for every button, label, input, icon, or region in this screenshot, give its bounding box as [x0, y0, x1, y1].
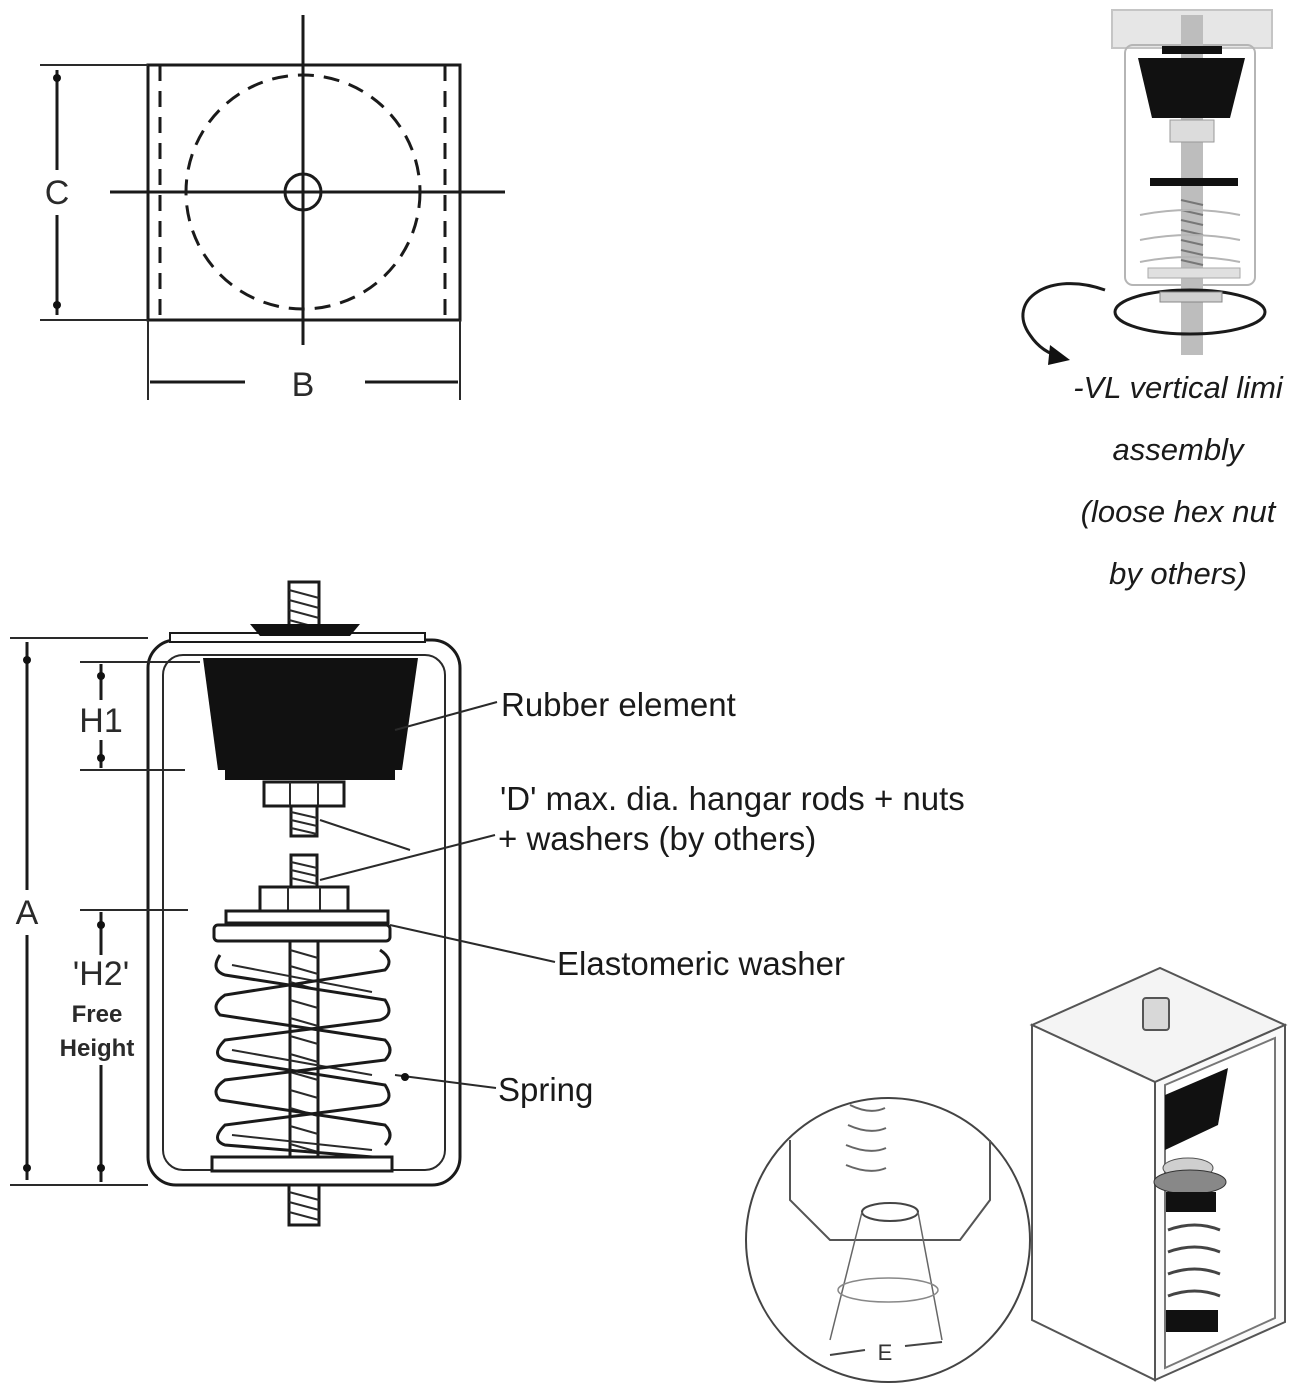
elastomeric-washer-leader — [389, 924, 556, 963]
a-dim-arrow-bottom — [23, 1164, 31, 1172]
iso-left-face — [1031, 1023, 1156, 1382]
isometric-view — [1029, 966, 1288, 1382]
section-view: A H1 'H2' Free Height Rubber element 'D'… — [10, 580, 965, 1227]
a-dim-label: A — [16, 894, 39, 932]
vl-highlight-ellipse — [1113, 288, 1267, 336]
a-dim-arrow-top — [23, 656, 31, 664]
cone-detail: E — [745, 1097, 1031, 1383]
iso-top-rod — [1142, 997, 1170, 1031]
upper-hex-nut — [262, 780, 346, 808]
vl-arrow-head — [1048, 345, 1070, 365]
vl-spring — [1139, 209, 1241, 263]
rods-label-line1: 'D' max. dia. hangar rods + nuts — [500, 780, 965, 817]
spring-label: Spring — [498, 1071, 593, 1108]
vl-rubber-element — [1138, 58, 1245, 118]
e-dim-label: E — [878, 1340, 893, 1365]
h1-dim-label: H1 — [79, 702, 122, 740]
e-dim-line-right — [904, 1341, 943, 1347]
cone-detail-housing — [789, 1140, 991, 1241]
iso-spring — [1167, 1223, 1221, 1298]
spring-core-threads — [289, 949, 319, 1153]
iso-washer — [1153, 1169, 1227, 1195]
rubber-element-shape — [203, 658, 418, 770]
cone-detail-side-left — [829, 1211, 863, 1341]
bottom-rod-threads — [288, 1191, 320, 1221]
c-dim-arrow-top — [53, 74, 61, 82]
c-dim-arrow-bottom — [53, 301, 61, 309]
iso-rubber-element — [1165, 1068, 1228, 1150]
b-dim-label: B — [292, 366, 315, 404]
rods-leader-lower — [319, 834, 496, 881]
top-washer — [250, 624, 360, 636]
cone-detail-side-right — [917, 1211, 943, 1341]
rubber-element-base — [225, 770, 395, 780]
vl-bottom-plate — [1147, 267, 1241, 279]
rods-leader-upper — [319, 819, 411, 851]
rubber-element-leader — [394, 701, 498, 731]
cone-detail-spring — [845, 1104, 887, 1172]
vl-elastomeric-washer — [1150, 178, 1238, 186]
upper-rod-threads — [290, 811, 318, 835]
spring-leader — [394, 1074, 497, 1089]
h2-free-label: Free — [72, 1001, 123, 1028]
cone-detail-top — [861, 1202, 919, 1222]
elastomeric-washer-shape — [224, 909, 390, 925]
vl-note-line2: assembly — [1113, 432, 1246, 467]
vl-note-line1: -VL vertical limi — [1073, 370, 1284, 405]
rods-label-line2: + washers (by others) — [498, 820, 816, 857]
vl-note-line4: by others) — [1109, 556, 1247, 591]
vl-loose-nut — [1159, 291, 1223, 303]
iso-elastomeric-pad — [1166, 1192, 1216, 1212]
spring-bottom-cup — [210, 1155, 394, 1173]
iso-bottom-pad — [1166, 1310, 1218, 1332]
vl-detail: -VL vertical limi assembly (loose hex nu… — [1021, 9, 1284, 591]
spring-coils — [214, 948, 392, 1160]
h2-height-label: Height — [60, 1035, 135, 1062]
e-dim-line-left — [829, 1349, 866, 1356]
rubber-element-label: Rubber element — [501, 686, 736, 723]
top-view: C B — [40, 15, 505, 404]
h2-dim-label: 'H2' — [73, 955, 129, 993]
lower-hex-nut — [258, 885, 350, 913]
elastomeric-washer-label: Elastomeric washer — [557, 945, 845, 982]
c-dim-label: C — [45, 174, 70, 212]
spring-top-cap — [212, 923, 392, 943]
vl-upper-washer — [1162, 46, 1222, 54]
vl-nut — [1169, 119, 1215, 143]
lower-rod-threads — [290, 861, 318, 885]
vl-note-line3: (loose hex nut — [1081, 494, 1277, 529]
vl-arrow-curve — [1021, 282, 1106, 359]
